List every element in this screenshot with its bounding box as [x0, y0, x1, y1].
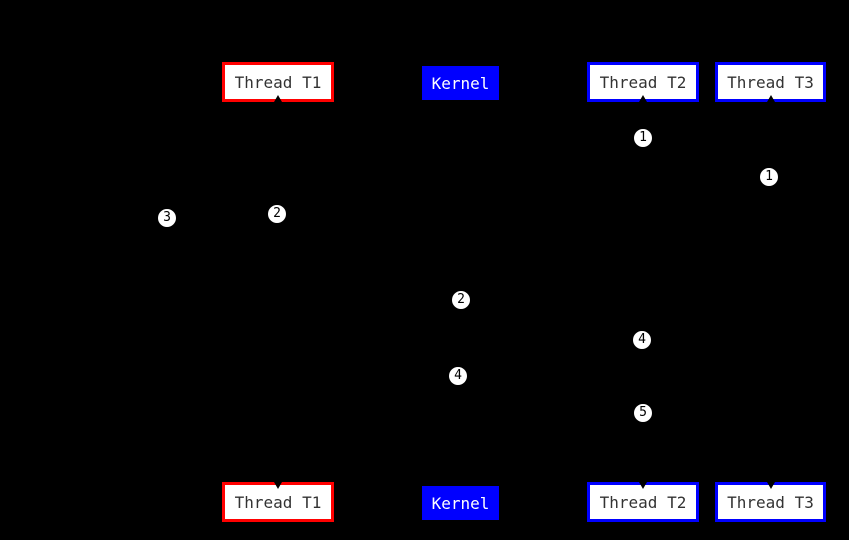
node-label-thread-t3-bottom: Thread T3 — [727, 492, 814, 512]
step-marker-5: 5 — [633, 403, 653, 423]
lifeline-arrowhead-icon — [274, 95, 282, 102]
step-marker-1: 1 — [759, 167, 779, 187]
node-label-thread-t2-bottom: Thread T2 — [599, 492, 687, 512]
node-label-kernel-bottom: Kernel — [431, 493, 490, 513]
node-thread-t2-bottom: Thread T2 — [587, 482, 699, 522]
node-label-kernel-top: Kernel — [431, 73, 490, 93]
node-thread-t1-bottom: Thread T1 — [222, 482, 334, 522]
node-label-thread-t1-top: Thread T1 — [234, 72, 322, 92]
node-kernel-top: Kernel — [422, 66, 499, 100]
step-marker-4: 4 — [448, 366, 468, 386]
step-marker-2: 2 — [267, 204, 287, 224]
lifeline-arrowhead-icon — [766, 482, 775, 489]
node-thread-t1-top: Thread T1 — [222, 62, 334, 102]
step-marker-3: 3 — [157, 208, 177, 228]
node-label-thread-t2-top: Thread T2 — [599, 72, 687, 92]
node-kernel-bottom: Kernel — [422, 486, 499, 520]
node-label-thread-t3-top: Thread T3 — [727, 72, 814, 92]
node-thread-t3-bottom: Thread T3 — [715, 482, 826, 522]
lifeline-arrowhead-icon — [766, 95, 775, 102]
step-marker-1: 1 — [633, 128, 653, 148]
node-thread-t2-top: Thread T2 — [587, 62, 699, 102]
step-marker-2: 2 — [451, 290, 471, 310]
step-marker-4: 4 — [632, 330, 652, 350]
lifeline-arrowhead-icon — [639, 95, 647, 102]
lifeline-arrowhead-icon — [639, 482, 647, 489]
lifeline-arrowhead-icon — [274, 482, 282, 489]
node-thread-t3-top: Thread T3 — [715, 62, 826, 102]
node-label-thread-t1-bottom: Thread T1 — [234, 492, 322, 512]
